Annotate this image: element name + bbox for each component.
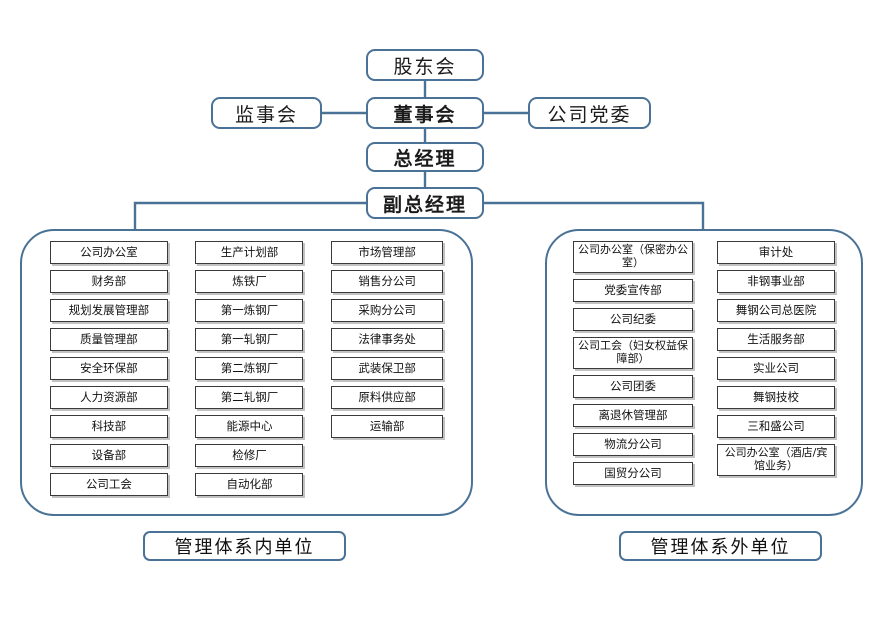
node-shareholders-label: 股东会 — [393, 55, 457, 78]
unit-box[interactable]: 科技部 — [49, 415, 168, 438]
unit-box[interactable]: 武装保卫部 — [331, 357, 444, 380]
left-group-columns: 公司办公室 财务部 规划发展管理部 质量管理部 安全环保部 人力资源部 科技部 … — [22, 231, 471, 514]
unit-box[interactable]: 党委宣传部 — [573, 279, 693, 302]
unit-box[interactable]: 采购分公司 — [331, 299, 444, 322]
left-column-1: 公司办公室 财务部 规划发展管理部 质量管理部 安全环保部 人力资源部 科技部 … — [49, 241, 168, 496]
unit-box[interactable]: 审计处 — [717, 241, 835, 264]
unit-box[interactable]: 公司纪委 — [573, 308, 693, 331]
unit-box[interactable]: 离退休管理部 — [573, 404, 693, 427]
right-group-columns: 公司办公室（保密办公室） 党委宣传部 公司纪委 公司工会（妇女权益保障部） 公司… — [547, 231, 861, 514]
unit-box[interactable]: 实业公司 — [717, 357, 835, 380]
left-group-caption-label: 管理体系内单位 — [174, 537, 315, 558]
unit-box[interactable]: 能源中心 — [195, 415, 304, 438]
unit-box[interactable]: 公司团委 — [573, 375, 693, 398]
unit-box[interactable]: 生产计划部 — [195, 241, 304, 264]
left-group-caption[interactable]: 管理体系内单位 — [143, 531, 346, 561]
unit-box[interactable]: 安全环保部 — [49, 357, 168, 380]
left-column-2: 生产计划部 炼铁厂 第一炼钢厂 第一轧钢厂 第二炼钢厂 第二轧钢厂 能源中心 检… — [195, 241, 304, 496]
right-column-2: 审计处 非钢事业部 舞钢公司总医院 生活服务部 实业公司 舞钢技校 三和盛公司 … — [717, 241, 835, 476]
unit-box[interactable]: 公司办公室（酒店/宾馆业务） — [717, 444, 835, 476]
unit-box[interactable]: 设备部 — [49, 444, 168, 467]
unit-box[interactable]: 检修厂 — [195, 444, 304, 467]
unit-box[interactable]: 法律事务处 — [331, 328, 444, 351]
unit-box[interactable]: 物流分公司 — [573, 433, 693, 456]
node-board-of-directors-label: 董事会 — [393, 103, 457, 126]
right-group-caption[interactable]: 管理体系外单位 — [619, 531, 822, 561]
left-group-container: 公司办公室 财务部 规划发展管理部 质量管理部 安全环保部 人力资源部 科技部 … — [20, 229, 473, 516]
right-column-1: 公司办公室（保密办公室） 党委宣传部 公司纪委 公司工会（妇女权益保障部） 公司… — [573, 241, 693, 485]
unit-box[interactable]: 公司办公室（保密办公室） — [573, 241, 693, 273]
unit-box[interactable]: 第一轧钢厂 — [195, 328, 304, 351]
unit-box[interactable]: 财务部 — [49, 270, 168, 293]
node-supervisors-label: 监事会 — [234, 103, 298, 126]
unit-box[interactable]: 公司办公室 — [49, 241, 168, 264]
unit-box[interactable]: 自动化部 — [195, 473, 304, 496]
right-group-caption-label: 管理体系外单位 — [650, 537, 791, 558]
unit-box[interactable]: 人力资源部 — [49, 386, 168, 409]
unit-box[interactable]: 公司工会（妇女权益保障部） — [573, 337, 693, 369]
left-column-3: 市场管理部 销售分公司 采购分公司 法律事务处 武装保卫部 原料供应部 运输部 — [331, 241, 444, 438]
unit-box[interactable]: 三和盛公司 — [717, 415, 835, 438]
unit-box[interactable]: 第二轧钢厂 — [195, 386, 304, 409]
node-deputy-general-manager-label: 副总经理 — [382, 193, 467, 216]
unit-box[interactable]: 市场管理部 — [331, 241, 444, 264]
unit-box[interactable]: 舞钢技校 — [717, 386, 835, 409]
unit-box[interactable]: 生活服务部 — [717, 328, 835, 351]
node-deputy-general-manager[interactable]: 副总经理 — [366, 187, 484, 219]
unit-box[interactable]: 第二炼钢厂 — [195, 357, 304, 380]
unit-box[interactable]: 原料供应部 — [331, 386, 444, 409]
unit-box[interactable]: 舞钢公司总医院 — [717, 299, 835, 322]
unit-box[interactable]: 国贸分公司 — [573, 462, 693, 485]
unit-box[interactable]: 销售分公司 — [331, 270, 444, 293]
unit-box[interactable]: 质量管理部 — [49, 328, 168, 351]
unit-box[interactable]: 非钢事业部 — [717, 270, 835, 293]
unit-box[interactable]: 规划发展管理部 — [49, 299, 168, 322]
node-general-manager[interactable]: 总经理 — [366, 142, 484, 172]
unit-box[interactable]: 第一炼钢厂 — [195, 299, 304, 322]
node-board-of-directors[interactable]: 董事会 — [366, 97, 484, 129]
node-general-manager-label: 总经理 — [393, 147, 457, 170]
node-party-committee[interactable]: 公司党委 — [528, 97, 651, 129]
unit-box[interactable]: 公司工会 — [49, 473, 168, 496]
right-group-container: 公司办公室（保密办公室） 党委宣传部 公司纪委 公司工会（妇女权益保障部） 公司… — [545, 229, 863, 516]
unit-box[interactable]: 炼铁厂 — [195, 270, 304, 293]
node-supervisors[interactable]: 监事会 — [211, 97, 322, 129]
node-party-committee-label: 公司党委 — [547, 103, 632, 126]
unit-box[interactable]: 运输部 — [331, 415, 444, 438]
node-shareholders[interactable]: 股东会 — [366, 49, 484, 81]
